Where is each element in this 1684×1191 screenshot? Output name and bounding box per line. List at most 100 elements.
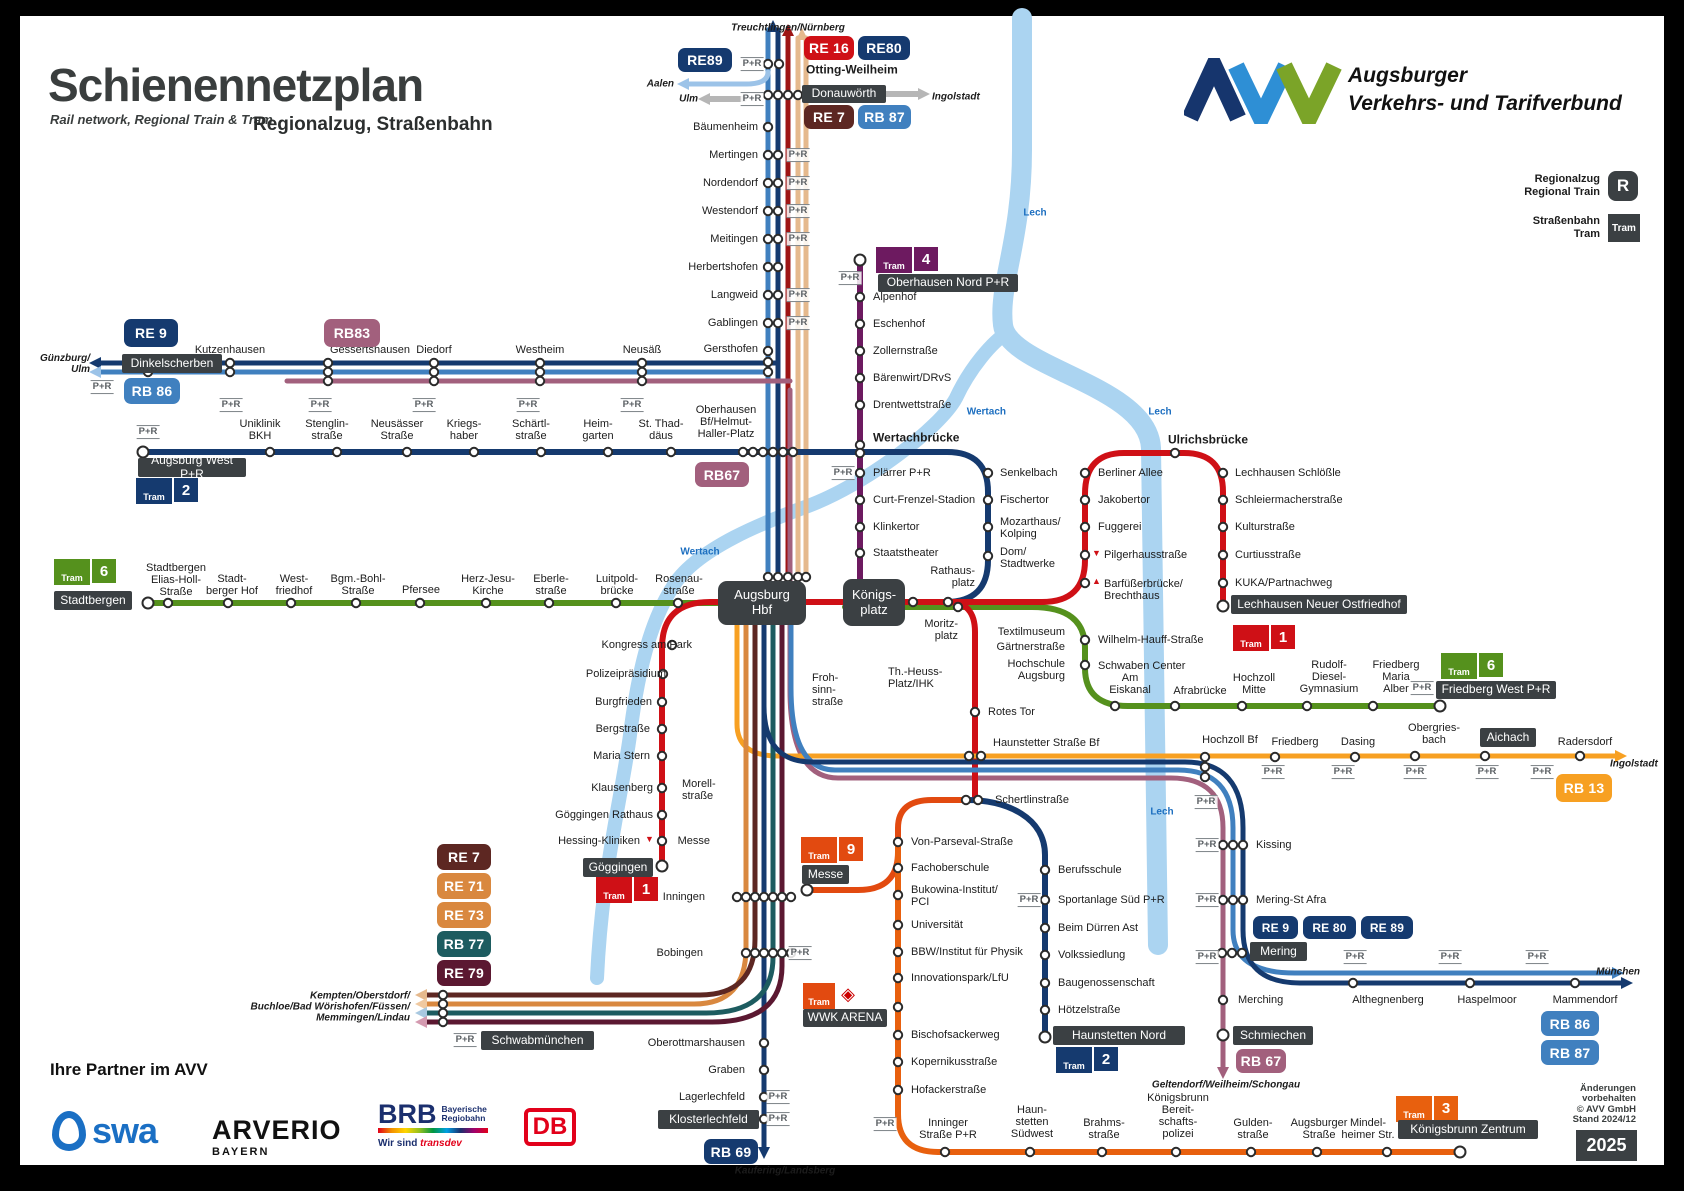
station-dot	[535, 446, 547, 458]
station-dot	[437, 998, 449, 1010]
station-label: Meitingen	[710, 232, 758, 245]
direction-arrow	[89, 366, 101, 378]
station-dot	[1453, 1145, 1467, 1159]
station-label: Berufsschule	[1058, 863, 1122, 876]
park-and-ride-icon: P+R	[873, 1117, 897, 1131]
station-label: Radersdorf	[1557, 735, 1613, 748]
station-label: Morell- straße	[682, 777, 716, 802]
station-dot	[762, 345, 774, 357]
station-dot	[972, 794, 984, 806]
station-dot	[762, 233, 774, 245]
destination-label: Ingolstadt	[1610, 758, 1658, 770]
station-dot	[854, 399, 866, 411]
station-label: Göggingen Rathaus	[555, 808, 653, 821]
station-dot	[776, 947, 788, 959]
station-label: Polizeipräsidium	[585, 667, 666, 680]
station-dot	[782, 571, 794, 583]
station-box-klosterlechfeld: Klosterlechfeld	[658, 1110, 759, 1129]
line-badge-RE73: RE 73	[437, 902, 491, 928]
park-and-ride-icon: P+R	[766, 1112, 790, 1126]
station-dot	[762, 121, 774, 133]
station-label: Königsbrunn Bereit- schafts- polizei	[1147, 1091, 1209, 1141]
station-dot	[657, 668, 669, 680]
station-dot	[322, 357, 334, 369]
line-badge-RB87: RB 87	[1541, 1040, 1599, 1065]
station-label: Hochschule Augsburg	[1007, 657, 1065, 682]
station-dot	[892, 1056, 904, 1068]
station-dot	[1039, 949, 1051, 961]
station-label: Hochzoll Mitte	[1232, 671, 1276, 696]
station-dot	[656, 696, 668, 708]
line-badge-RB83: RB83	[324, 319, 380, 347]
station-dot	[480, 597, 492, 609]
station-box-augsburg: Augsburg Hbf	[718, 581, 806, 625]
station-label: Kriegs- haber	[446, 417, 482, 442]
tram-number: 6	[1479, 653, 1503, 677]
station-dot	[785, 891, 797, 903]
partners-heading: Ihre Partner im AVV	[50, 1060, 208, 1079]
station-label: Rathaus- platz	[930, 564, 975, 589]
station-dot	[892, 972, 904, 984]
station-label: Gulden- straße	[1233, 1116, 1273, 1141]
station-dot	[772, 317, 784, 329]
station-box-schwabm-nchen: Schwabmünchen	[481, 1031, 594, 1050]
park-and-ride-icon: P+R	[516, 398, 540, 412]
park-and-ride-icon: P+R	[1530, 765, 1554, 779]
station-label: Kongress am Park	[601, 638, 692, 651]
station-dot	[762, 205, 774, 217]
destination-label: Memmingen/Lindau	[316, 1012, 410, 1024]
river-lech	[992, 8, 1168, 955]
station-box-oberhausen-nord-p-r: Oberhausen Nord P+R	[878, 274, 1018, 292]
station-dot	[772, 261, 784, 273]
line-badge-RB67: RB67	[695, 462, 749, 487]
station-label: Bärenwirt/DRvS	[873, 371, 952, 384]
station-label: Klinkertor	[873, 520, 920, 533]
station-label: Wilhelm-Hauff-Straße	[1098, 633, 1204, 646]
tram-number: 4	[914, 247, 938, 271]
park-and-ride-icon: P+R	[1475, 765, 1499, 779]
station-dot	[740, 891, 752, 903]
station-dot	[762, 89, 774, 101]
station-label: Alpenhof	[873, 290, 917, 303]
line-badge-RB67: RB 67	[1236, 1049, 1286, 1073]
park-and-ride-icon: P+R	[620, 398, 644, 412]
station-dot	[224, 357, 236, 369]
station-label: Hofackerstraße	[911, 1083, 987, 1096]
station-label: Wertach	[680, 546, 720, 558]
destination-label: München	[1596, 966, 1640, 978]
station-box-k-nigs-: Königs- platz	[843, 579, 905, 626]
station-dot	[762, 317, 774, 329]
station-dot	[1079, 494, 1091, 506]
station-label: Herz-Jesu- Kirche	[461, 572, 515, 597]
station-label: Graben	[708, 1063, 745, 1076]
station-label: Von-Parseval-Straße	[911, 835, 1014, 848]
line-badge-RE9: RE 9	[124, 319, 178, 347]
page-subtitle-de: Regionalzug, Straßenbahn	[253, 114, 493, 135]
station-dot	[1245, 1146, 1257, 1158]
station-box-g-ggingen: Göggingen	[583, 858, 653, 877]
station-label: Pfersee	[402, 583, 440, 596]
station-dot	[1226, 947, 1238, 959]
park-and-ride-icon: P+R	[412, 398, 436, 412]
station-dot	[331, 446, 343, 458]
station-label: Zollernstraße	[873, 344, 938, 357]
park-and-ride-icon: P+R	[766, 1090, 790, 1104]
station-dot	[800, 883, 814, 897]
station-dot	[762, 289, 774, 301]
station-dot	[1199, 751, 1211, 763]
station-dot	[1217, 467, 1229, 479]
station-label: Froh- sinn- straße	[812, 671, 844, 709]
legend-tram-label: Straßenbahn Tram	[1532, 215, 1600, 241]
station-dot	[1349, 751, 1361, 763]
line-badge-RE7: RE 7	[804, 105, 854, 129]
direction-arrow	[1217, 1067, 1229, 1079]
station-dot	[534, 366, 546, 378]
tram-number: 6	[92, 559, 116, 583]
station-label: Baugenossenschaft	[1058, 976, 1155, 989]
station-label: Rudolf- Diesel- Gymnasium	[1299, 658, 1359, 696]
station-label: Haunstetter Straße Bf	[993, 736, 1100, 749]
station-dot	[468, 446, 480, 458]
